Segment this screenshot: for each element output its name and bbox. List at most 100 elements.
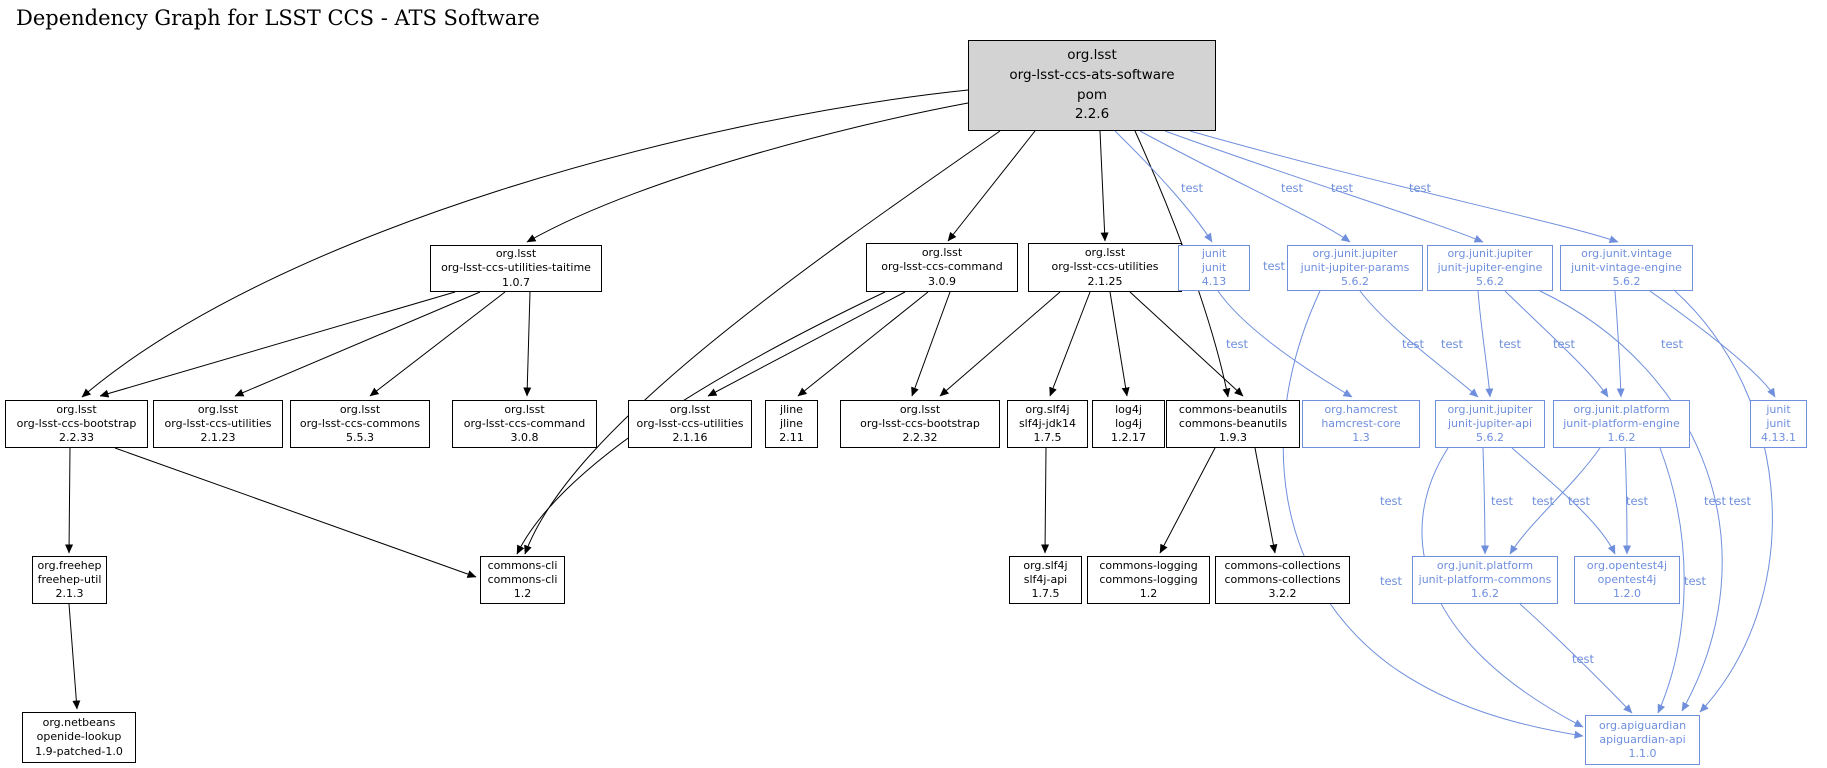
node-label-line: junit-platform-commons bbox=[1418, 572, 1552, 586]
edge-slf4jjdk14-slf4japi bbox=[1041, 447, 1050, 554]
node-label-line: org.lsst bbox=[339, 402, 381, 416]
node-label-line: apiguardian-api bbox=[1599, 732, 1686, 746]
node-label-line: org.junit.jupiter bbox=[1447, 402, 1533, 416]
edge-scope-label: test bbox=[1225, 337, 1249, 351]
node-label-line: 2.2.32 bbox=[902, 431, 938, 445]
node-label-line: org.lsst bbox=[899, 402, 941, 416]
edge-beanutils-clogging bbox=[1159, 447, 1216, 554]
node-label-line: org.junit.platform bbox=[1436, 558, 1534, 572]
edge-scope-label: test bbox=[1683, 574, 1707, 588]
edge-jengine-pengine bbox=[1504, 290, 1609, 398]
node-label-line: junit bbox=[1201, 260, 1227, 274]
edge-root-junit413 bbox=[1114, 130, 1213, 243]
node-label-line: 5.5.3 bbox=[346, 431, 374, 445]
edge-scope-label: test bbox=[1552, 337, 1576, 351]
edge-scope-label: test bbox=[1660, 337, 1684, 351]
node-label-line: org-lsst-ccs-utilities bbox=[1051, 260, 1159, 274]
edge-jengine-japi bbox=[1477, 290, 1494, 398]
edge-freehep-lookup bbox=[68, 603, 81, 710]
node-label-line: commons-beanutils bbox=[1178, 402, 1288, 416]
edge-vintage-pengine bbox=[1614, 290, 1625, 398]
edge-scope-label: test bbox=[1330, 181, 1354, 195]
node-label-line: junit-jupiter-api bbox=[1447, 416, 1533, 430]
edge-vintage-apiguardian bbox=[1674, 290, 1773, 713]
node-label-line: org.junit.platform bbox=[1573, 402, 1670, 416]
edge-taitime-utilities2123 bbox=[234, 291, 481, 397]
edge-jengine-apiguardian bbox=[1539, 290, 1723, 712]
node-label-line: org.slf4j bbox=[1025, 402, 1070, 416]
node-label-line: jline bbox=[780, 402, 803, 416]
edge-scope-label: test bbox=[1401, 337, 1425, 351]
node-label-line: commons-cli bbox=[487, 572, 558, 586]
node-label-line: 4.13 bbox=[1201, 275, 1227, 289]
node-label-line: commons-logging bbox=[1099, 558, 1198, 572]
node-label-line: org.netbeans bbox=[42, 716, 116, 730]
edge-utilities2125-bootstrap2232 bbox=[939, 291, 1061, 397]
node-label-line: org.junit.jupiter bbox=[1447, 246, 1533, 260]
node-label-line: openide-lookup bbox=[36, 730, 122, 744]
edge-params-apiguardian bbox=[1282, 290, 1584, 739]
node-label-line: commons-beanutils bbox=[1178, 416, 1288, 430]
node-label-line: junit bbox=[1766, 416, 1791, 430]
edge-root-jengine bbox=[1164, 130, 1484, 243]
edge-root-commonscli bbox=[524, 130, 1001, 555]
node-label-line: 2.1.23 bbox=[200, 431, 236, 445]
node-label-line: org-lsst-ccs-command bbox=[881, 260, 1003, 274]
node-label-line: 2.2.33 bbox=[59, 431, 94, 445]
node-label-line: junit-jupiter-engine bbox=[1437, 260, 1543, 274]
node-label-line: freehep-util bbox=[37, 572, 102, 586]
node-label-line: org-lsst-ccs-utilities bbox=[164, 416, 272, 430]
node-label-line: pom bbox=[1077, 86, 1107, 103]
edge-scope-label: test bbox=[1440, 337, 1464, 351]
node-label-line: jline bbox=[780, 416, 803, 430]
node-label-line: org-lsst-ccs-ats-software bbox=[1009, 66, 1175, 83]
edge-junit413-hamcrest bbox=[1217, 290, 1353, 398]
node-label-line: 5.6.2 bbox=[1476, 431, 1504, 445]
node-label-line: org-lsst-ccs-command bbox=[463, 416, 586, 430]
node-label-line: org-lsst-ccs-bootstrap bbox=[860, 416, 980, 430]
node-label-line: slf4j-api bbox=[1023, 572, 1068, 586]
edge-japi-opentest4j bbox=[1511, 447, 1616, 555]
node-label-line: 2.11 bbox=[779, 431, 804, 445]
node-label-line: hamcrest-core bbox=[1321, 416, 1401, 430]
node-label-line: 2.1.25 bbox=[1087, 274, 1123, 288]
node-label-line: junit-vintage-engine bbox=[1571, 260, 1682, 274]
edge-scope-label: test bbox=[1531, 494, 1555, 508]
node-label-line: junit bbox=[1201, 246, 1227, 260]
node-label-line: commons-logging bbox=[1099, 572, 1198, 586]
edge-pengine-pcommons bbox=[1509, 447, 1601, 555]
node-label-line: junit-platform-engine bbox=[1563, 416, 1680, 430]
edge-pengine-opentest4j bbox=[1622, 447, 1631, 555]
node-label-line: log4j bbox=[1115, 416, 1142, 430]
edge-scope-label: test bbox=[1280, 181, 1304, 195]
node-label-line: org.freehep bbox=[37, 558, 102, 572]
edge-scope-label: test bbox=[1262, 259, 1286, 273]
node-label-line: commons-collections bbox=[1224, 558, 1341, 572]
edge-scope-label: test bbox=[1180, 181, 1204, 195]
node-label-line: org.junit.jupiter bbox=[1312, 246, 1398, 260]
edge-root-taitime bbox=[526, 102, 969, 243]
node-label-line: 1.6.2 bbox=[1471, 587, 1499, 601]
